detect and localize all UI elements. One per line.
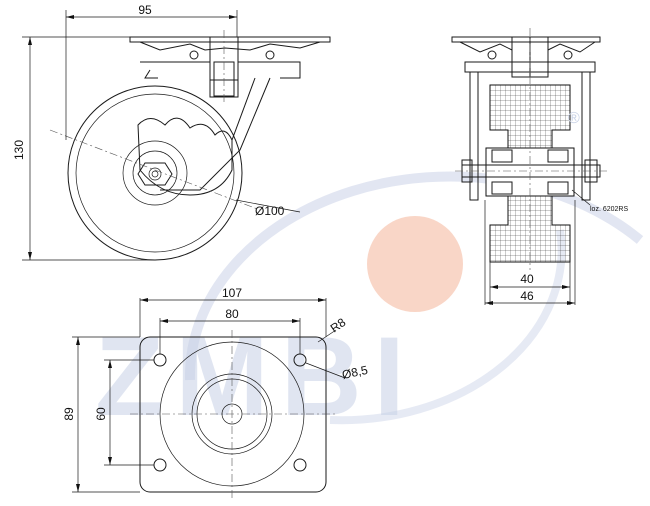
side-wheel-tread <box>75 93 235 253</box>
dim107-arrow-right <box>318 298 326 302</box>
front-fork-left <box>469 72 479 201</box>
dim40-arrow-right <box>562 285 570 289</box>
side-ball-right <box>265 50 275 60</box>
front-ball-left <box>487 50 497 60</box>
front-fork-bridge <box>464 61 596 73</box>
front-fork-right <box>581 72 591 201</box>
dim130-arrow-bottom <box>28 252 32 260</box>
dim80-arrow-right <box>292 319 300 323</box>
front-bearing-right <box>547 149 569 163</box>
dim-46-label: 46 <box>520 289 534 303</box>
front-bearing-left <box>491 149 513 163</box>
dim-hole-dia-label: Ø8,5 <box>341 363 370 382</box>
watermark-swoosh-2 <box>329 229 566 425</box>
dim95-arrow-left <box>66 15 74 19</box>
dim60-arrow-top <box>108 360 112 368</box>
dim89-arrow-top <box>76 337 80 345</box>
dim107-arrow-left <box>140 298 148 302</box>
bearing-note: loz. 6202RS <box>590 206 628 213</box>
dim-40-label: 40 <box>520 272 534 286</box>
side-view: 95 130 Ø100 <box>12 3 331 261</box>
plate-hole-bottom-left <box>153 458 167 472</box>
registered-mark: ® <box>568 110 580 127</box>
dim95-arrow-right <box>229 15 237 19</box>
front-top-plate <box>451 36 601 43</box>
side-centerline-diag <box>49 129 261 211</box>
front-ball-right <box>563 50 573 60</box>
watermark-text: ZMBI <box>95 314 417 439</box>
dim46-arrow-left <box>485 301 493 305</box>
dia100-leader <box>235 199 301 213</box>
watermark-swoosh <box>184 171 644 381</box>
dim60-arrow-bottom <box>108 457 112 465</box>
side-axle-nut-hole <box>148 167 162 181</box>
side-axle-nut <box>137 162 173 186</box>
side-fork-leg <box>160 77 271 191</box>
dim-107-label: 107 <box>222 286 242 300</box>
dim40-arrow-left <box>490 285 498 289</box>
bearing-leader <box>571 189 591 206</box>
side-bearing-race <box>139 41 321 51</box>
dim46-arrow-right <box>567 301 575 305</box>
hole-dia-leader <box>305 362 346 379</box>
plate-view: 107 80 R8 Ø8,5 89 60 <box>62 286 369 500</box>
side-swivel-left <box>144 69 158 79</box>
plate-hole-bottom-right <box>293 458 307 472</box>
side-swivel-body <box>140 61 301 79</box>
dim89-arrow-bottom <box>76 484 80 492</box>
dim80-arrow-left <box>160 319 168 323</box>
front-bearing-race <box>459 41 596 53</box>
dim-95-label: 95 <box>138 3 152 17</box>
side-wheel-hub-inner <box>132 150 178 196</box>
side-wheel-outer <box>67 85 243 261</box>
front-bearing-right-b <box>547 181 569 195</box>
side-ball-left <box>189 50 199 60</box>
watermark: ZMBI <box>95 171 644 439</box>
watermark-dot <box>367 216 463 312</box>
plate-outline <box>139 336 327 493</box>
dim-60-label: 60 <box>94 407 108 421</box>
front-view: loz. 6202RS ® 40 46 <box>451 28 628 305</box>
side-top-plate <box>129 36 331 43</box>
side-wheel-hub <box>122 140 188 206</box>
front-bearing-left-b <box>491 181 513 195</box>
side-fork-inner <box>231 77 256 141</box>
side-axle <box>151 170 159 178</box>
dim130-arrow-top <box>28 37 32 45</box>
r8-leader <box>317 329 337 343</box>
dim-dia100-label: Ø100 <box>255 204 285 218</box>
dim-80-label: 80 <box>225 307 239 321</box>
dim-130-label: 130 <box>12 140 26 160</box>
side-fork-plate <box>137 117 233 196</box>
dim-89-label: 89 <box>62 407 76 421</box>
